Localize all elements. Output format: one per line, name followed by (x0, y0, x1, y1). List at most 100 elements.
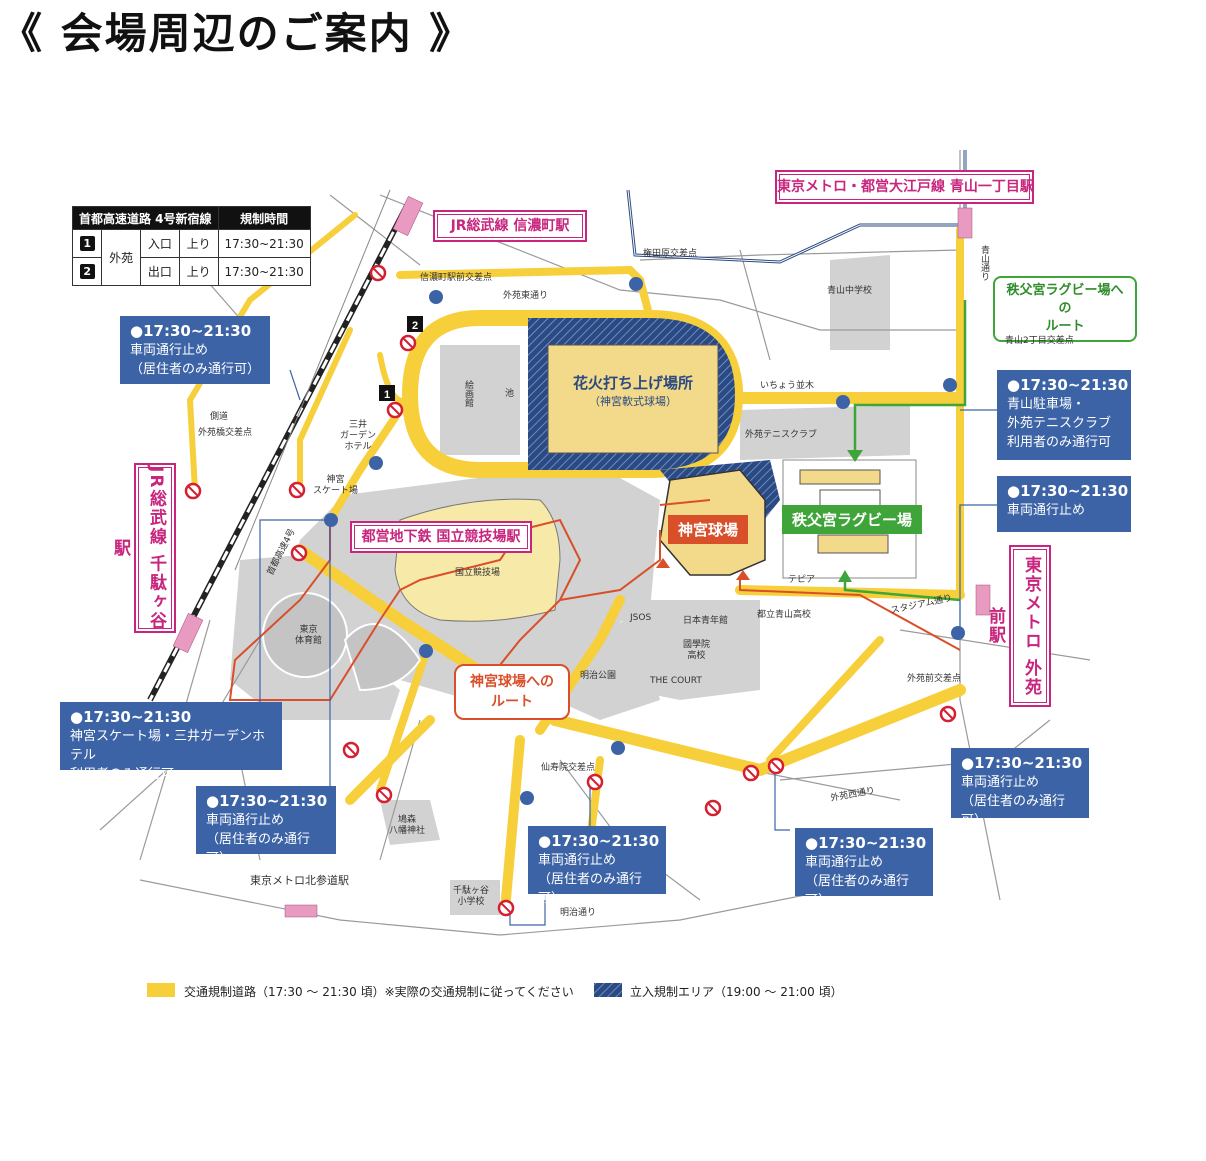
label-gaienbashi: 外苑橋交差点 (198, 428, 253, 438)
label-aoyama2-x: 青山2丁目交差点 (1005, 336, 1074, 346)
no-entry-bars (187, 267, 954, 914)
label-tepia: テピア (788, 575, 816, 585)
info-time: ●17:30~21:30 (1007, 376, 1129, 394)
pedestrian-signs (324, 277, 965, 805)
label-meiji-dori: 明治通り (560, 908, 597, 918)
ramp-time: 17:30~21:30 (217, 257, 311, 286)
label-sendagaya-es: 千駄ヶ谷 小学校 (453, 886, 490, 907)
station-markers (172, 195, 991, 918)
route-rugby-arrows (838, 450, 863, 582)
label-skate: 神宮 スケート場 (313, 475, 359, 496)
label-hatoriya: 鳩森 八幡神社 (389, 815, 426, 836)
station-sendagaya: JR総武線 千駄ヶ谷駅 (110, 463, 176, 633)
label-tennis: 外苑テニスクラブ (745, 430, 818, 440)
route-jingu (228, 499, 961, 701)
label-sokudou: 側道 (210, 412, 229, 422)
info-line: 神宮スケート場・三井ガーデンホテル (70, 729, 266, 763)
station-kitasando: 東京メトロ北参道駅 (250, 874, 349, 887)
table-header-road: 首都高速道路 4号新宿線 (72, 206, 219, 230)
info-box-se: ●17:30~21:30 車両通行止め （居住者のみ通行可） (795, 828, 933, 908)
label-kokugakuin: 國學院 高校 (683, 640, 711, 661)
label-gaienmae-x: 外苑前交差点 (907, 674, 962, 684)
label-sendaiin-x: 仙寿院交差点 (541, 763, 596, 773)
ramp-updown: 上り (178, 257, 219, 286)
label-court: THE COURT (650, 676, 702, 686)
ramp-updown: 上り (178, 229, 219, 258)
label-ike: 池 (505, 389, 515, 399)
fireworks-title: 花火打ち上げ場所 (572, 374, 693, 392)
label-gaien-higashi: 外苑東通り (503, 291, 549, 301)
info-line: （居住者のみ通行可） (961, 794, 1066, 828)
rugby-stadium-label: 秩父宮ラグビー場 (782, 505, 923, 534)
ramp-number-1: 1 (79, 236, 95, 251)
highway-closure-table: 首都高速道路 4号新宿線 規制時間 1 外苑 入口 上り 17:30~21:30… (71, 206, 311, 286)
info-box-s: ●17:30~21:30 車両通行止め （居住者のみ通行可） (528, 826, 666, 906)
info-box-ee: ●17:30~21:30 車両通行止め （居住者のみ通行可） (951, 748, 1089, 828)
station-gaienmae: 東京メトロ 外苑前駅 (985, 545, 1051, 707)
ramp-number-2: 2 (79, 264, 95, 279)
info-box-e: ●17:30~21:30 車両通行止め (997, 476, 1131, 532)
label-meiji-park: 明治公園 (580, 671, 617, 681)
label-shinanomachi-x: 信濃町駅前交差点 (420, 273, 493, 283)
info-line: 外苑テニスクラブ (1007, 416, 1112, 431)
ramp-kind: 外苑 (101, 229, 142, 286)
info-box-nw: ●17:30~21:30 車両通行止め （居住者のみ通行可） (120, 316, 270, 384)
info-line: （居住者のみ通行可） (805, 874, 910, 908)
info-line: 車両通行止め (538, 853, 617, 868)
info-line: 車両通行止め (206, 813, 285, 828)
label-kokuritsu: 国立競技場 (455, 568, 501, 578)
info-line: 車両通行止め (130, 343, 209, 358)
info-line: 利用者のみ通行可 (70, 767, 175, 782)
label-nihon-seinen: 日本青年館 (683, 616, 729, 626)
info-line: 車両通行止め (805, 855, 884, 870)
info-line: （居住者のみ通行可） (130, 362, 261, 377)
info-box-w: ●17:30~21:30 神宮スケート場・三井ガーデンホテル 利用者のみ通行可 (60, 702, 282, 782)
jingu-stadium-label: 神宮球場 (668, 515, 749, 544)
label-tokyo-gym: 東京 体育館 (295, 625, 323, 646)
label-toritsu-aoyama: 都立青山高校 (757, 610, 812, 620)
info-line: 車両通行止め (1007, 503, 1086, 518)
route-jingu-label: 神宮球場への ルート (454, 664, 570, 720)
route-jingu-arrows (656, 558, 750, 580)
table-row: 2 出口 上り 17:30~21:30 (71, 257, 311, 286)
label-aoyama-jhs: 青山中学校 (827, 286, 873, 296)
station-kokuritsu-kyogijo: 都営地下鉄 国立競技場駅 (350, 521, 532, 553)
info-line: 青山駐車場・ (1007, 397, 1086, 412)
station-shinanomachi: JR総武線 信濃町駅 (433, 210, 587, 242)
info-line: 利用者のみ通行可 (1007, 435, 1112, 450)
info-line: 車両通行止め (961, 775, 1040, 790)
label-umegahara: 権田原交差点 (643, 249, 698, 259)
legend-closed-roads: 交通規制道路（17:30 ～ 21:30 頃）※実際の交通規制に従ってください (184, 985, 574, 999)
info-time: ●17:30~21:30 (206, 792, 328, 810)
label-kaigakan: 絵画館 (463, 380, 473, 407)
label-ichou: いちょう並木 (760, 381, 815, 391)
label-jsos: JSOS (630, 613, 652, 623)
info-line: （居住者のみ通行可） (206, 832, 311, 866)
route-rugby-label: 秩父宮ラグビー場への ルート (993, 276, 1137, 342)
label-mitsui: 三井 ガーデン ホテル (340, 420, 377, 452)
highway-markers: 1 2 (379, 316, 423, 401)
national-stadium (394, 498, 561, 622)
info-time: ●17:30~21:30 (961, 754, 1083, 772)
info-time: ●17:30~21:30 (538, 832, 660, 850)
svg-text:1: 1 (384, 389, 390, 401)
legend-restricted-area: 立入規制エリア（19:00 ～ 21:00 頃） (630, 985, 843, 999)
ramp-dir: 入口 (140, 229, 180, 258)
info-time: ●17:30~21:30 (130, 322, 252, 340)
ramp-time: 17:30~21:30 (217, 229, 311, 258)
info-box-sw: ●17:30~21:30 車両通行止め （居住者のみ通行可） (196, 786, 336, 866)
fireworks-subtitle: （神宮軟式球場） (589, 395, 677, 408)
info-time: ●17:30~21:30 (805, 834, 927, 852)
info-time: ●17:30~21:30 (70, 708, 192, 726)
fireworks-site: 花火打ち上げ場所 （神宮軟式球場） (558, 350, 708, 428)
page-title: 《 会場周辺のご案内 》 (0, 9, 474, 58)
info-time: ●17:30~21:30 (1007, 482, 1129, 500)
info-line: （居住者のみ通行可） (538, 872, 643, 906)
station-aoyama-itchome: 東京メトロ・都営大江戸線 青山一丁目駅 (775, 170, 1034, 204)
info-box-ne: ●17:30~21:30 青山駐車場・ 外苑テニスクラブ 利用者のみ通行可 (997, 370, 1131, 460)
svg-text:2: 2 (412, 320, 418, 332)
table-header-time: 規制時間 (217, 206, 311, 230)
ramp-dir: 出口 (140, 257, 180, 286)
table-row: 1 外苑 入口 上り 17:30~21:30 (71, 229, 311, 286)
